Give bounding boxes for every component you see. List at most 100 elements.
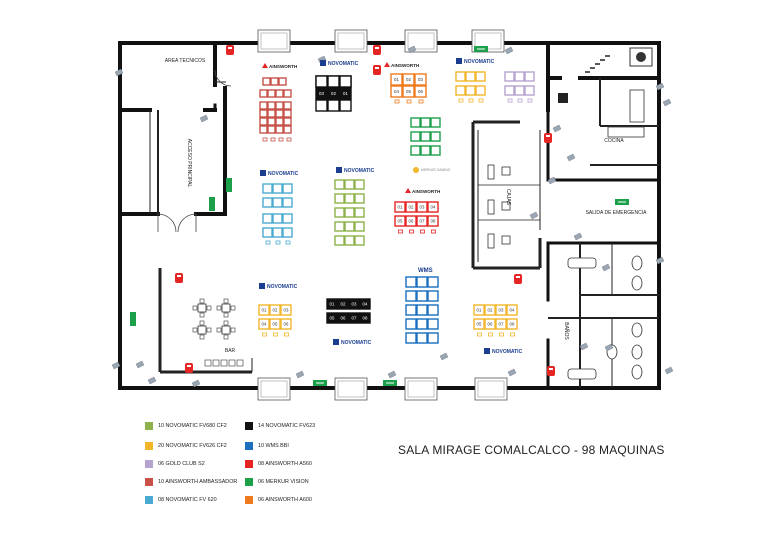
slot-machine xyxy=(267,101,276,110)
slot-machine xyxy=(262,197,273,208)
fire-extinguisher-icon xyxy=(226,45,234,55)
legend-item: 06 AINSWORTH A600 xyxy=(245,494,312,506)
stool xyxy=(394,99,400,104)
slot-machine xyxy=(402,85,415,98)
camera-icon xyxy=(407,45,417,54)
logo-novomatic: NOVOMATIC xyxy=(333,339,372,346)
bank-ainsworth-ambassador xyxy=(259,89,292,98)
slot-machine xyxy=(455,85,466,96)
logo-merkur: MERKUR GAMING xyxy=(413,167,451,173)
camera-icon xyxy=(529,211,539,220)
fire-extinguisher-icon xyxy=(177,275,181,277)
legend-item: 06 GOLD CLUB S2 xyxy=(145,458,205,470)
slot-machine xyxy=(344,193,355,204)
bar-stool xyxy=(192,327,198,333)
legend-item: 20 NOVOMATIC FV626 CF2 xyxy=(145,440,227,452)
slot-machine xyxy=(339,99,352,112)
slot-machine xyxy=(410,145,421,156)
legend-item: 10 NOVOMATIC FV680 CF2 xyxy=(145,420,227,432)
slot-machine xyxy=(473,318,485,330)
toilet xyxy=(631,275,643,291)
slot-machine xyxy=(420,131,431,142)
cashier-desk xyxy=(487,199,495,215)
slot-machine xyxy=(416,201,428,213)
slot-machine xyxy=(267,89,276,98)
logo-novomatic: NOVOMATIC xyxy=(320,60,359,67)
slot-machine xyxy=(262,213,273,224)
slot-machine xyxy=(339,87,352,100)
camera-icon xyxy=(547,176,557,185)
slot-machine xyxy=(416,318,428,330)
slot-machine xyxy=(427,318,439,330)
stool xyxy=(265,240,271,245)
machine-number: 03 xyxy=(418,77,423,82)
room-label-area-tecnicos: AREA TECNICOS xyxy=(165,58,206,64)
camera-icon xyxy=(662,98,672,107)
bank-ainsworth-ambassador xyxy=(262,77,287,86)
bank-gold-club xyxy=(504,71,535,82)
legend-swatch xyxy=(145,496,153,504)
slot-machine xyxy=(416,215,428,227)
stool xyxy=(409,229,414,234)
bank-merkur-vision xyxy=(410,117,441,128)
room-label-salida-emergencia: SALIDA DE EMERGENCIA xyxy=(586,210,648,216)
slot-machine xyxy=(259,125,268,134)
bar-stool xyxy=(220,359,228,367)
fixtures xyxy=(111,29,674,401)
stool xyxy=(273,332,278,337)
bar-stool xyxy=(192,305,198,311)
door-frame xyxy=(260,380,288,398)
legend-label: 10 AINSWORTH AMBASSADOR xyxy=(158,479,238,485)
bar-stool xyxy=(199,334,205,340)
legend-label: 10 NOVOMATIC FV680 CF2 xyxy=(158,423,227,429)
slot-machine xyxy=(427,215,439,227)
bank-novomatic-fv680 xyxy=(334,235,365,246)
machine-number: 03 xyxy=(420,205,425,210)
machine-number: 03 xyxy=(352,302,357,307)
fire-extinguisher-icon xyxy=(516,276,520,278)
bar-stool xyxy=(216,327,222,333)
machine-number: 04 xyxy=(363,302,368,307)
slot-machine xyxy=(269,318,281,330)
machine-number: 02 xyxy=(273,308,278,313)
slot-machine xyxy=(390,85,403,98)
machine-number: 07 xyxy=(420,219,425,224)
legend-label: 10 WMS BBI xyxy=(258,443,289,449)
legend-label: 06 MERKUR VISION xyxy=(258,479,309,485)
door xyxy=(177,213,197,233)
camera-icon xyxy=(655,256,665,265)
slot-machine xyxy=(354,207,365,218)
slot-machine xyxy=(269,304,281,316)
fire-extinguisher-icon xyxy=(373,45,381,55)
door-frame xyxy=(337,380,365,398)
slot-machine xyxy=(473,304,485,316)
novomatic-logo-icon xyxy=(456,58,462,64)
slot-machine xyxy=(354,221,365,232)
slot-machine xyxy=(344,221,355,232)
slot-machine xyxy=(416,304,428,316)
slot-machine xyxy=(484,304,496,316)
slot-machine xyxy=(282,183,293,194)
slot-machine xyxy=(280,304,292,316)
slot-machine xyxy=(405,304,417,316)
slot-machine xyxy=(262,183,273,194)
legend-item: 08 NOVOMATIC FV 620 xyxy=(145,494,217,506)
fire-extinguisher-icon xyxy=(375,67,379,69)
slot-machine xyxy=(405,290,417,302)
slot-machine xyxy=(283,101,292,110)
machine-number: 05 xyxy=(406,89,411,94)
camera-icon xyxy=(191,379,201,388)
slot-machine xyxy=(259,117,268,126)
fire-extinguisher-icon xyxy=(187,365,191,367)
legend-swatch xyxy=(145,422,153,430)
fire-extinguisher-icon xyxy=(514,274,522,284)
slot-machine xyxy=(267,109,276,118)
machine-number: 02 xyxy=(341,302,346,307)
brand-name: NOVOMATIC xyxy=(344,168,375,174)
counter xyxy=(629,89,645,123)
legend-label: 06 GOLD CLUB S2 xyxy=(158,461,205,467)
slot-machine xyxy=(258,304,270,316)
slot-machine xyxy=(430,131,441,142)
